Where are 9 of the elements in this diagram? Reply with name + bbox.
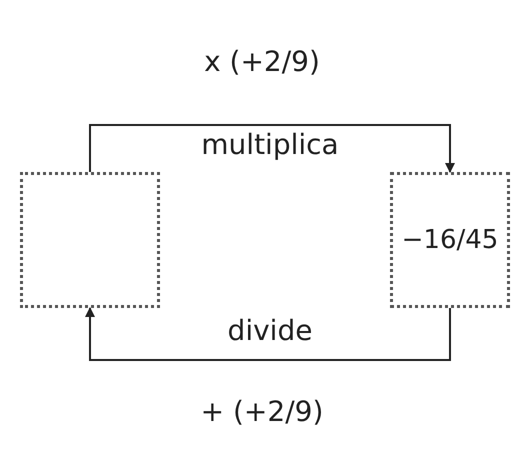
value-box bbox=[390, 172, 510, 308]
arrow bbox=[89, 124, 455, 173]
arrow bbox=[85, 307, 451, 361]
fraction-value: −16/45 bbox=[402, 225, 498, 255]
edge-label: divide bbox=[228, 314, 312, 347]
operation-label: x (+2/9) bbox=[204, 45, 320, 78]
edge-label: multiplica bbox=[201, 128, 339, 161]
operation-label: + (+2/9) bbox=[200, 395, 324, 428]
empty-answer-box bbox=[20, 172, 160, 308]
